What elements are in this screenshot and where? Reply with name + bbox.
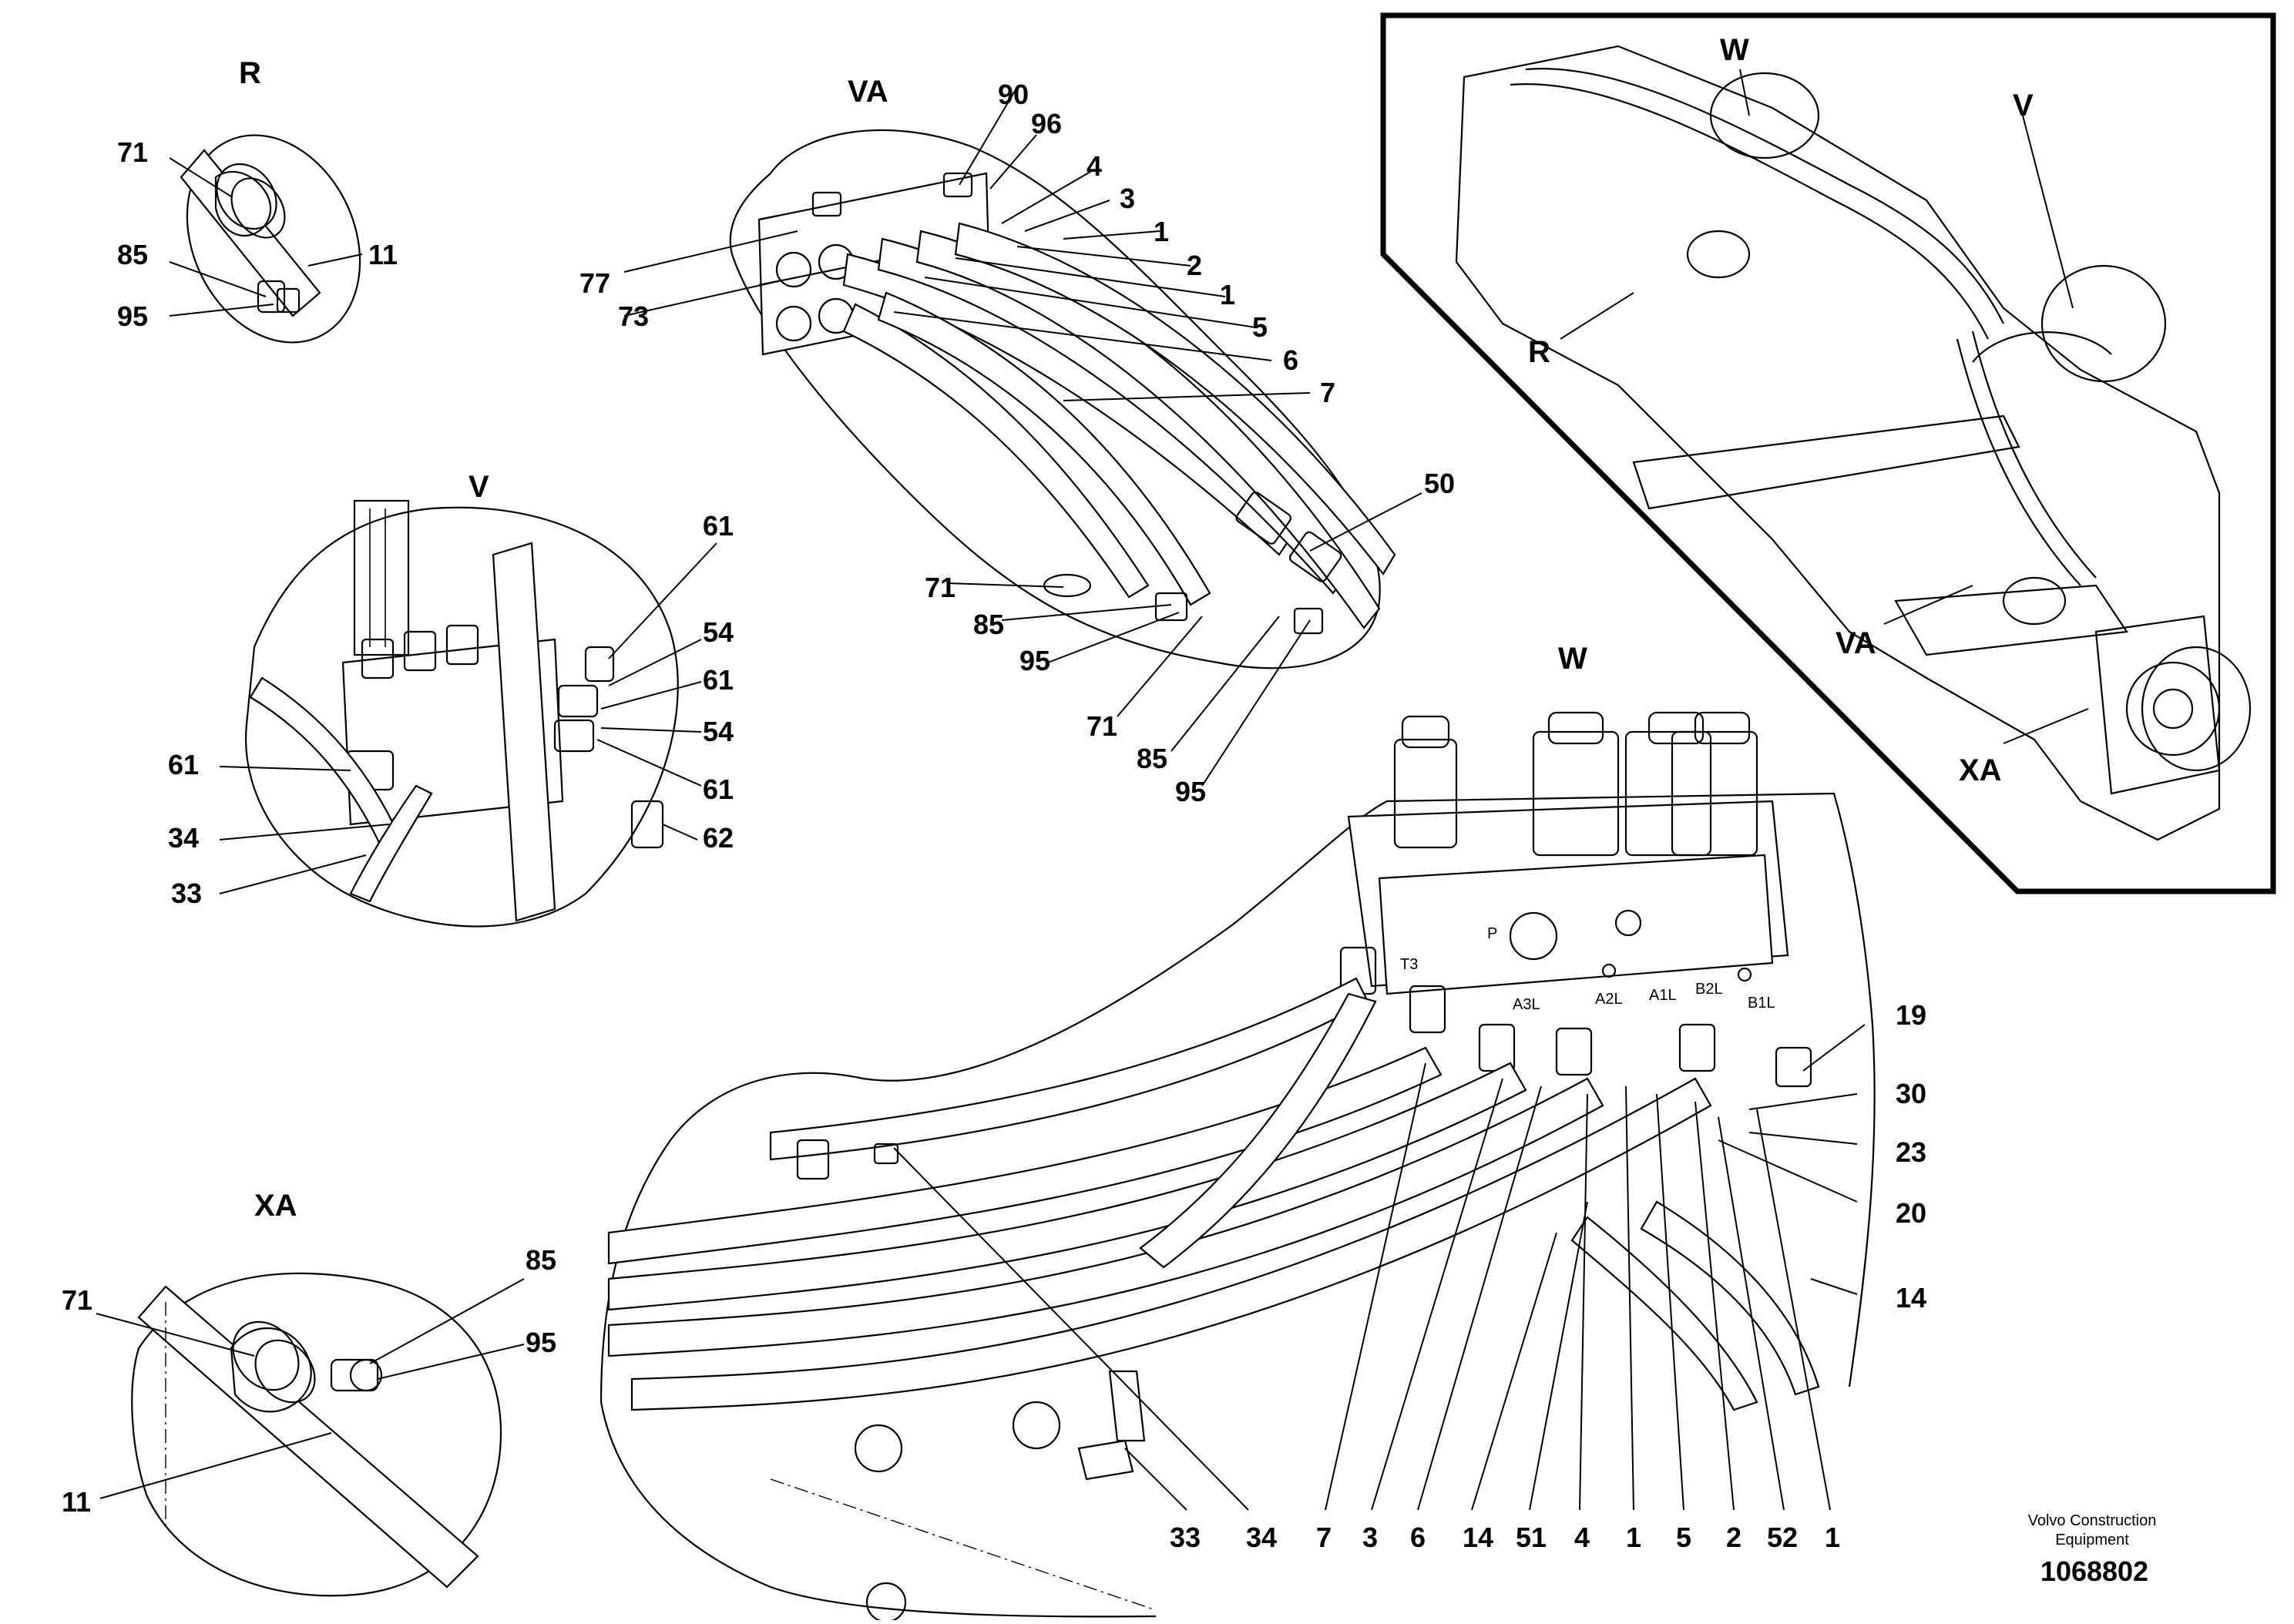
section-v-title: V — [469, 470, 489, 504]
callout-va-77: 77 — [579, 267, 610, 299]
callout-r-95: 95 — [117, 300, 148, 332]
callout-v-33: 33 — [171, 877, 202, 909]
overview-frame — [1380, 12, 2276, 894]
callout-va-1a: 1 — [1154, 216, 1169, 247]
callout-w-5: 5 — [1676, 1522, 1691, 1553]
callout-v-61b: 61 — [703, 664, 734, 696]
callout-v-61a: 61 — [703, 510, 734, 542]
callout-xa-85: 85 — [526, 1244, 556, 1276]
callout-w-23: 23 — [1896, 1136, 1926, 1168]
port-mark-a3l: A3L — [1513, 996, 1540, 1013]
callout-va-7: 7 — [1320, 377, 1335, 408]
overview-xa-label: XA — [1959, 753, 2002, 787]
callout-w-6: 6 — [1410, 1522, 1426, 1553]
overview-va-label: VA — [1836, 626, 1876, 660]
overview-r-label: R — [1528, 335, 1550, 369]
callout-va-85b: 85 — [1137, 743, 1167, 774]
detail-r — [169, 134, 363, 344]
port-mark-b2l: B2L — [1695, 981, 1723, 998]
callout-w-3: 3 — [1362, 1522, 1378, 1553]
port-mark-a2l: A2L — [1595, 991, 1623, 1008]
company-name-line2: Equipment — [2055, 1532, 2129, 1549]
callout-va-6: 6 — [1283, 344, 1298, 376]
callout-v-54b: 54 — [703, 716, 734, 747]
callout-xa-11: 11 — [62, 1486, 91, 1518]
callout-w-14: 14 — [1896, 1282, 1926, 1314]
callout-va-73: 73 — [618, 300, 649, 332]
callout-v-62: 62 — [703, 822, 734, 854]
section-va-title: VA — [848, 75, 888, 109]
callout-w-19: 19 — [1896, 999, 1926, 1031]
callout-w-7: 7 — [1316, 1522, 1332, 1553]
callout-r-85: 85 — [117, 239, 148, 270]
port-mark-t3: T3 — [1400, 956, 1418, 973]
detail-va — [623, 86, 1422, 787]
callout-va-95b: 95 — [1175, 776, 1206, 807]
detail-w — [600, 711, 1876, 1623]
drawing-number: 1068802 — [2040, 1555, 2148, 1587]
port-mark-a1l: A1L — [1649, 987, 1677, 1004]
callout-v-61d: 61 — [168, 749, 199, 780]
callout-va-1b: 1 — [1220, 279, 1235, 310]
callout-r-11: 11 — [368, 239, 398, 270]
port-mark-p: P — [1487, 925, 1497, 942]
callout-w-20: 20 — [1896, 1197, 1926, 1229]
section-xa-title: XA — [254, 1189, 297, 1223]
callout-w-34: 34 — [1246, 1522, 1277, 1553]
callout-w-1b: 1 — [1825, 1522, 1840, 1553]
callout-w-30: 30 — [1896, 1078, 1926, 1109]
company-name-line1: Volvo Construction — [2028, 1512, 2157, 1529]
callout-v-54a: 54 — [703, 616, 734, 648]
callout-v-61c: 61 — [703, 773, 734, 805]
section-w-title: W — [1558, 642, 1587, 676]
callout-xa-71: 71 — [62, 1284, 92, 1316]
callout-w-51: 51 — [1516, 1522, 1547, 1553]
callout-w-2: 2 — [1726, 1522, 1741, 1553]
callout-v-34: 34 — [168, 822, 199, 854]
callout-va-96: 96 — [1031, 108, 1062, 139]
callout-va-2: 2 — [1187, 250, 1202, 281]
port-mark-b1l: B1L — [1748, 995, 1775, 1012]
overview-v-label: V — [2013, 89, 2034, 122]
callout-va-71a: 71 — [925, 572, 956, 603]
detail-xa — [96, 1272, 525, 1597]
callout-va-3: 3 — [1120, 183, 1135, 214]
section-r-title: R — [239, 56, 261, 90]
callout-va-71b: 71 — [1087, 710, 1117, 742]
callout-w-4: 4 — [1574, 1522, 1590, 1553]
callout-w-14b: 14 — [1463, 1522, 1493, 1553]
callout-w-1a: 1 — [1626, 1522, 1641, 1553]
callout-va-50: 50 — [1424, 468, 1455, 499]
callout-va-95a: 95 — [1019, 645, 1050, 676]
callout-w-33: 33 — [1170, 1522, 1201, 1553]
overview-w-label: W — [1720, 33, 1749, 67]
callout-w-52: 52 — [1767, 1522, 1798, 1553]
callout-va-85a: 85 — [973, 609, 1004, 640]
callout-xa-95: 95 — [526, 1327, 556, 1358]
callout-va-90: 90 — [998, 79, 1029, 110]
callout-va-5: 5 — [1252, 311, 1268, 343]
callout-r-71: 71 — [117, 136, 148, 168]
detail-v — [219, 499, 717, 928]
callout-va-4: 4 — [1087, 150, 1102, 182]
